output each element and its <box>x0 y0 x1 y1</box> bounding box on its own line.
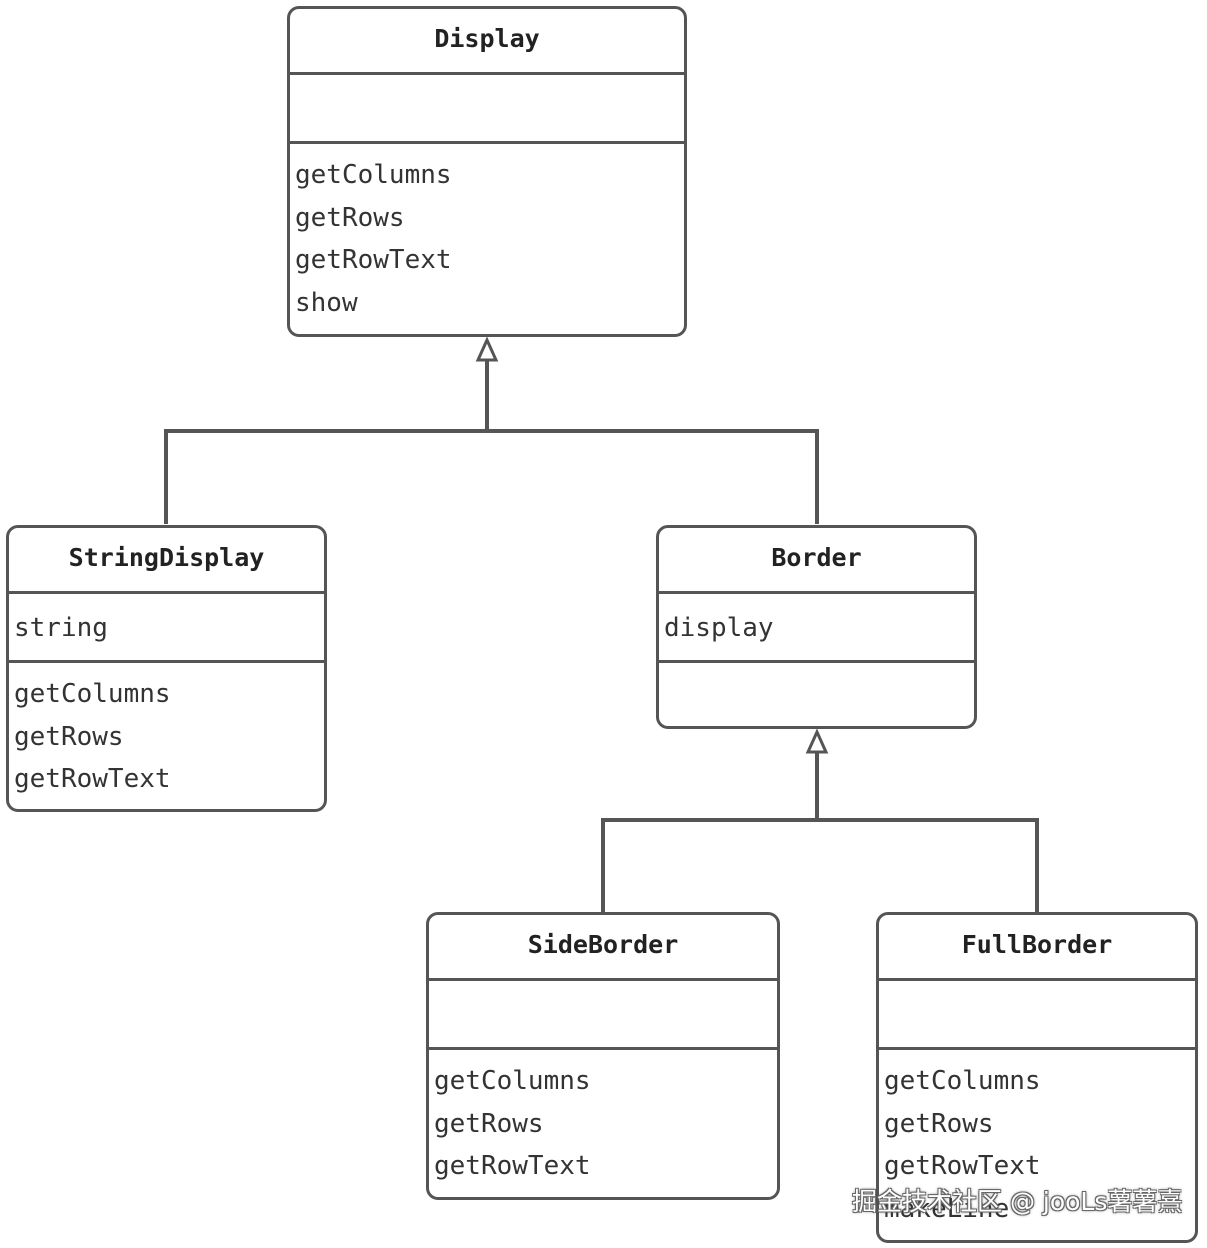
operation: getRowText <box>295 245 452 275</box>
class-border[interactable]: Border display <box>656 525 977 729</box>
operations-compartment: getColumns getRows getRowText show <box>290 144 684 324</box>
watermark: 掘金技术社区 @ jooLs薯薯熹 <box>852 1187 1183 1216</box>
operation: getColumns <box>295 160 452 190</box>
operation: getRowText <box>884 1151 1041 1181</box>
class-display[interactable]: Display getColumns getRows getRowText sh… <box>287 6 687 337</box>
operation: show <box>295 287 358 318</box>
class-stringdisplay[interactable]: StringDisplay string getColumns getRows … <box>6 525 327 812</box>
class-name: StringDisplay <box>9 528 324 594</box>
class-fullborder[interactable]: FullBorder getColumns getRows getRowText… <box>876 912 1198 1243</box>
class-name: Border <box>659 528 974 594</box>
connector-stringdisplay-to-display <box>164 429 487 524</box>
class-name: SideBorder <box>429 915 777 981</box>
operations-compartment: getColumns getRows getRowText <box>9 663 324 801</box>
operations-compartment: getColumns getRows getRowText makeLine <box>879 1050 1195 1230</box>
attribute: display <box>664 613 774 643</box>
operation: getRows <box>295 202 405 233</box>
operation: getColumns <box>434 1066 591 1096</box>
attributes-compartment <box>429 981 777 1050</box>
class-name: FullBorder <box>879 915 1195 981</box>
operations-compartment: getColumns getRows getRowText <box>429 1050 777 1188</box>
attributes-compartment: display <box>659 594 974 663</box>
connector-border-to-display <box>485 360 819 524</box>
generalization-arrowhead-display <box>475 336 499 362</box>
class-sideborder[interactable]: SideBorder getColumns getRows getRowText <box>426 912 780 1200</box>
attributes-compartment: string <box>9 594 324 663</box>
operation: getColumns <box>884 1066 1041 1096</box>
class-name: Display <box>290 9 684 75</box>
operations-compartment <box>659 663 974 673</box>
attributes-compartment <box>290 75 684 144</box>
attributes-compartment <box>879 981 1195 1050</box>
operation: getColumns <box>14 679 171 709</box>
connector-sideborder-to-border <box>601 818 817 912</box>
operation: getRows <box>434 1108 544 1139</box>
generalization-arrowhead-border <box>805 728 829 754</box>
operation: getRowText <box>434 1151 591 1181</box>
attribute: string <box>14 613 108 643</box>
operation: getRows <box>884 1108 994 1139</box>
operation: getRowText <box>14 764 171 794</box>
operation: makeLine <box>884 1193 1010 1224</box>
connector-fullborder-to-border <box>815 752 1039 912</box>
operation: getRows <box>14 721 124 752</box>
